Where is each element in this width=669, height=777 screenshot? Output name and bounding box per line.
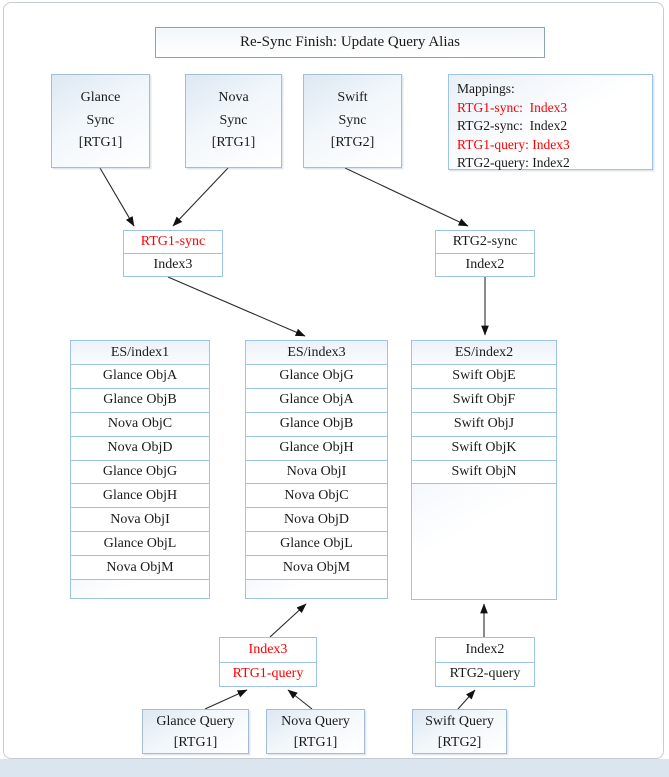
rtg2-sync-alias-index: Index2 [465, 257, 505, 272]
glance-query-node: Glance Query [RTG1] [142, 709, 249, 754]
table-row: Nova ObjM [246, 556, 387, 581]
table-row: Nova ObjC [71, 413, 209, 437]
table-row: Nova ObjI [246, 461, 387, 485]
swift-query-node: Swift Query [RTG2] [412, 709, 507, 754]
table-row: Glance ObjL [71, 532, 209, 557]
mapping-line-rtg2-query: RTG2-query: Index2 [457, 155, 570, 170]
nova-sync-node: Nova Sync [RTG1] [185, 74, 282, 168]
table-row: Glance ObjA [246, 389, 387, 413]
es-index1-table: ES/index1 Glance ObjA Glance ObjB Nova O… [70, 340, 210, 599]
table-row: Swift ObjE [412, 365, 556, 389]
table-row: Swift ObjJ [412, 413, 556, 437]
table-row: Nova ObjC [246, 484, 387, 509]
table-row: Glance ObjB [246, 413, 387, 437]
mapping-line-rtg1-sync: RTG1-sync: Index3 [457, 99, 568, 115]
rtg2-query-alias-box: Index2 RTG2-query [435, 637, 535, 687]
mappings-legend: Mappings: RTG1-sync: Index3 RTG2-sync: I… [448, 74, 653, 170]
rtg1-sync-alias-index: Index3 [153, 257, 193, 272]
mappings-title: Mappings: [457, 81, 515, 96]
table-row: Glance ObjA [71, 365, 209, 389]
es-index2-table: ES/index2 Swift ObjE Swift ObjF Swift Ob… [411, 340, 557, 600]
table-row: Glance ObjL [246, 532, 387, 557]
es-index1-header: ES/index1 [71, 341, 209, 365]
es-index3-table: ES/index3 Glance ObjG Glance ObjA Glance… [245, 340, 388, 599]
table-row: Glance ObjG [71, 461, 209, 485]
table-row: Nova ObjI [71, 508, 209, 533]
rtg1-query-alias-box: Index3 RTG1-query [219, 637, 317, 687]
table-empty-area [412, 484, 556, 599]
rtg2-query-alias-label: RTG2-query [449, 666, 521, 682]
table-row: Nova ObjD [71, 437, 209, 461]
rtg2-query-alias-index: Index2 [436, 638, 534, 663]
rtg1-query-alias-label: RTG1-query [232, 666, 304, 682]
es-index3-header: ES/index3 [246, 341, 387, 365]
table-row: Nova ObjD [246, 508, 387, 533]
mapping-line-rtg2-sync: RTG2-sync: Index2 [457, 118, 568, 133]
bottom-shadow-strip [0, 759, 669, 777]
rtg2-sync-alias-label: RTG2-sync [436, 231, 534, 254]
table-row: Glance ObjH [71, 484, 209, 509]
table-row: Swift ObjK [412, 437, 556, 461]
mapping-line-rtg1-query: RTG1-query: Index3 [457, 136, 570, 152]
es-index2-header: ES/index2 [412, 341, 556, 365]
nova-query-node: Nova Query [RTG1] [266, 709, 365, 754]
rtg1-query-alias-index: Index3 [220, 638, 316, 663]
glance-sync-node: Glance Sync [RTG1] [51, 74, 150, 168]
rtg1-sync-alias-label: RTG1-sync [124, 231, 222, 254]
table-row: Nova ObjM [71, 556, 209, 581]
table-row: Swift ObjF [412, 389, 556, 413]
table-row: Glance ObjG [246, 365, 387, 389]
table-row: Swift ObjN [412, 461, 556, 485]
diagram-title: Re-Sync Finish: Update Query Alias [155, 27, 545, 58]
table-empty-row [71, 580, 209, 598]
rtg1-sync-alias-box: RTG1-sync Index3 [123, 230, 223, 277]
table-row: Glance ObjB [71, 389, 209, 413]
table-empty-row [246, 580, 387, 598]
rtg2-sync-alias-box: RTG2-sync Index2 [435, 230, 535, 277]
table-row: Glance ObjH [246, 437, 387, 461]
swift-sync-node: Swift Sync [RTG2] [303, 74, 402, 168]
